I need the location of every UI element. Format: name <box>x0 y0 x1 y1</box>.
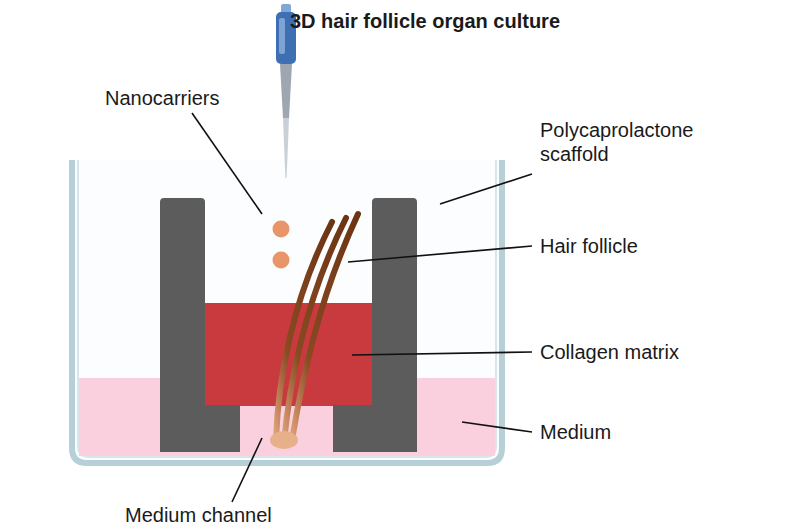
hair-follicle <box>270 214 358 449</box>
dish-inner-wall <box>78 160 496 457</box>
medium-label: Medium <box>540 420 611 444</box>
collagen-label: Collagen matrix <box>540 340 679 364</box>
nanocarrier <box>273 221 290 238</box>
scaffold-left <box>160 198 240 452</box>
scaffold-label: Polycaprolactone scaffold <box>540 118 690 166</box>
follicle-label: Hair follicle <box>540 234 638 258</box>
nanocarrier-label: Nanocarriers <box>105 86 219 110</box>
channel-label: Medium channel <box>125 503 272 527</box>
figure-title: 3D hair follicle organ culture <box>290 10 560 33</box>
nanocarrier <box>273 252 290 269</box>
leader-lines <box>192 113 532 502</box>
culture-dish <box>72 160 502 463</box>
